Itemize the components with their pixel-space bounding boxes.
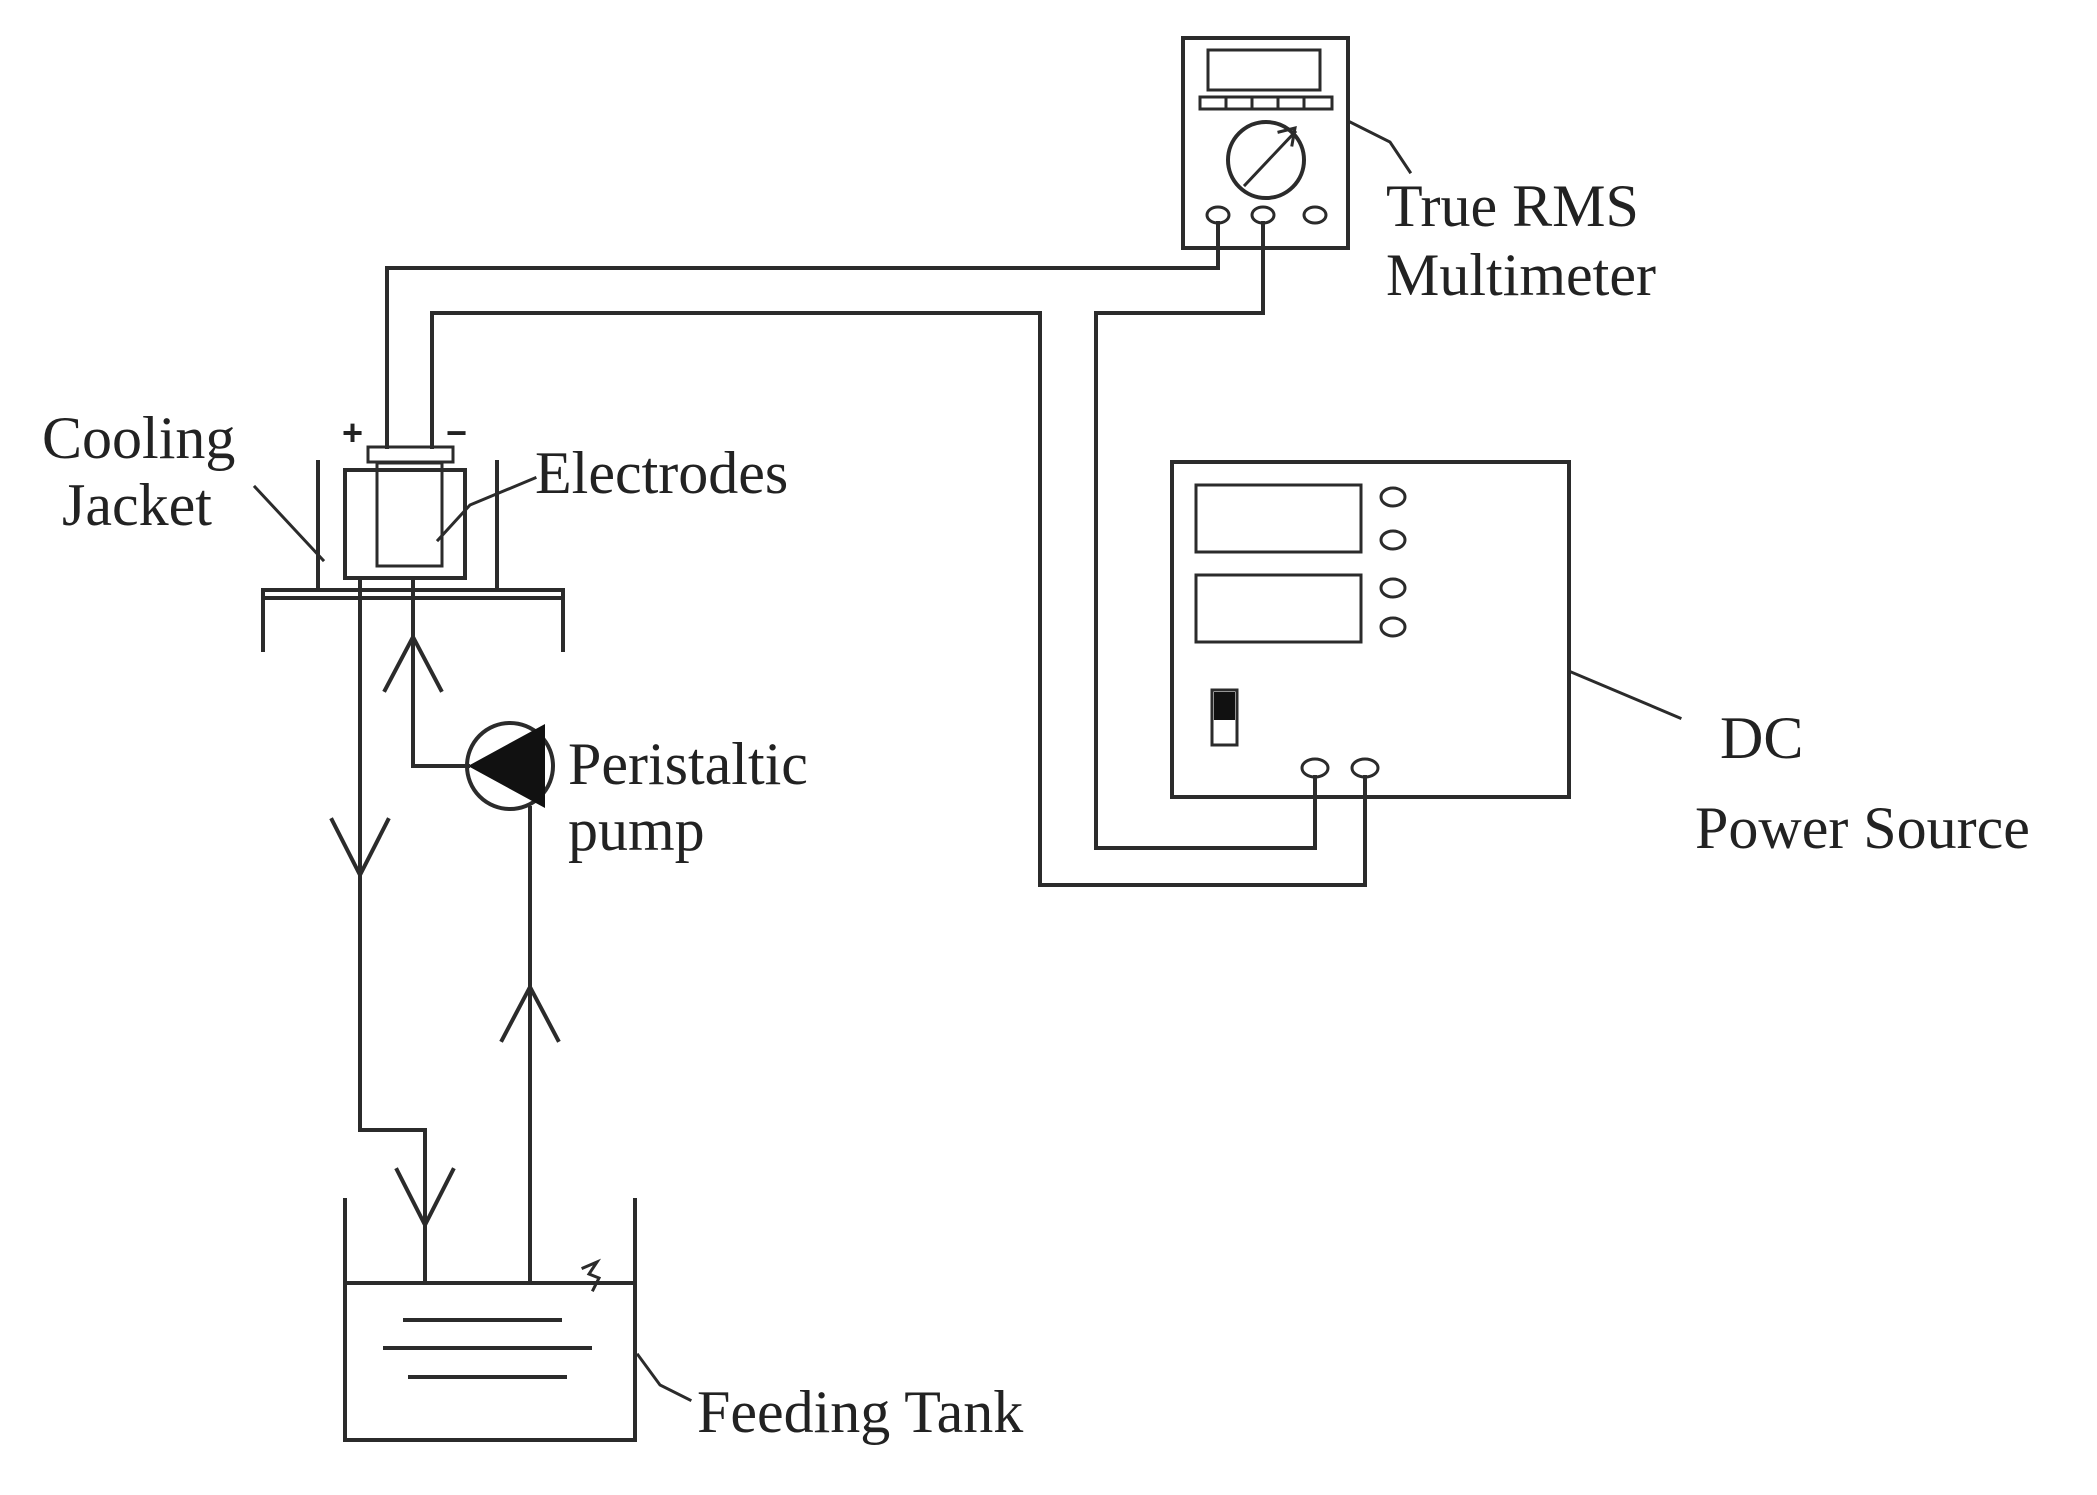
- dc-terminal-2: [1350, 757, 1380, 779]
- dc-power-source-label-line2: Power Source: [1695, 795, 2030, 861]
- dc-source-leader: [1569, 670, 1682, 720]
- peristaltic-pump: [465, 721, 555, 811]
- dc-display-1: [1194, 483, 1363, 554]
- up-arrow-1: [499, 982, 561, 1043]
- multimeter-dial-needle: [1242, 129, 1298, 188]
- dc-knob-2: [1379, 529, 1407, 551]
- dc-terminal-1: [1300, 757, 1330, 779]
- multimeter-display: [1206, 48, 1322, 92]
- multimeter-label-line1: True RMS: [1386, 173, 1639, 239]
- plus-terminal-label: +: [342, 412, 363, 453]
- labels: Cooling Jacket Electrodes Peristaltic pu…: [42, 173, 2030, 1445]
- multimeter-jack-3: [1302, 205, 1328, 225]
- dc-knob-3: [1379, 577, 1407, 599]
- peristaltic-pump-label-line2: pump: [568, 797, 705, 863]
- wire-minus-to-dc: [430, 311, 1367, 887]
- feeding-tank-label: Feeding Tank: [697, 1379, 1023, 1445]
- electrodes-plate: [375, 461, 444, 568]
- multimeter-jack-2: [1250, 205, 1276, 225]
- electrical-wiring: [385, 221, 1367, 887]
- feeding-tank-leader: [635, 1352, 693, 1403]
- electrode-holder-lid: [366, 445, 455, 464]
- dc-power-switch: [1210, 688, 1239, 747]
- stirrer-icon: [581, 1258, 602, 1293]
- dc-knob-1: [1379, 486, 1407, 508]
- dc-power-source-label-line1: DC: [1720, 705, 1803, 771]
- dc-power-source: [1170, 460, 1682, 799]
- multimeter-dial-icon: [1226, 120, 1306, 200]
- cooling-jacket-label-line1: Cooling: [42, 405, 235, 471]
- reactor-vessel: [343, 468, 467, 580]
- multimeter-button-strip: [1198, 95, 1334, 111]
- multimeter: [1181, 36, 1413, 250]
- wire-multimeter-to-dc: [1094, 221, 1317, 850]
- multimeter-jack-1: [1205, 205, 1231, 225]
- wire-plus-to-multimeter: [385, 221, 1220, 449]
- dc-knob-4: [1379, 616, 1407, 638]
- cooling-jacket-leader: [252, 484, 326, 563]
- fluid-lines: [329, 576, 561, 1285]
- electrodes-label: Electrodes: [535, 440, 788, 506]
- pump-to-reactor-line: [411, 576, 470, 768]
- up-arrow-2: [382, 632, 444, 693]
- tank-walls: [343, 1198, 637, 1442]
- reactor-outlet-line: [358, 576, 427, 1285]
- dc-source-body: [1170, 460, 1571, 799]
- multimeter-body: [1181, 36, 1350, 250]
- down-arrow-1: [329, 817, 391, 880]
- cooling-jacket-label-line2: Jacket: [62, 472, 212, 538]
- cooling-jacket-reactor: + −: [252, 412, 565, 652]
- down-arrow-2: [394, 1167, 456, 1230]
- electrodes-leader: [435, 476, 537, 543]
- dc-power-switch-toggle: [1214, 692, 1235, 720]
- multimeter-leader: [1347, 119, 1413, 175]
- minus-terminal-label: −: [446, 412, 467, 453]
- feeding-tank: [343, 1198, 693, 1442]
- peristaltic-pump-label-line1: Peristaltic: [568, 731, 808, 797]
- pump-rotor-icon: [468, 724, 545, 808]
- multimeter-label-line2: Multimeter: [1386, 242, 1656, 308]
- dc-display-2: [1194, 573, 1363, 644]
